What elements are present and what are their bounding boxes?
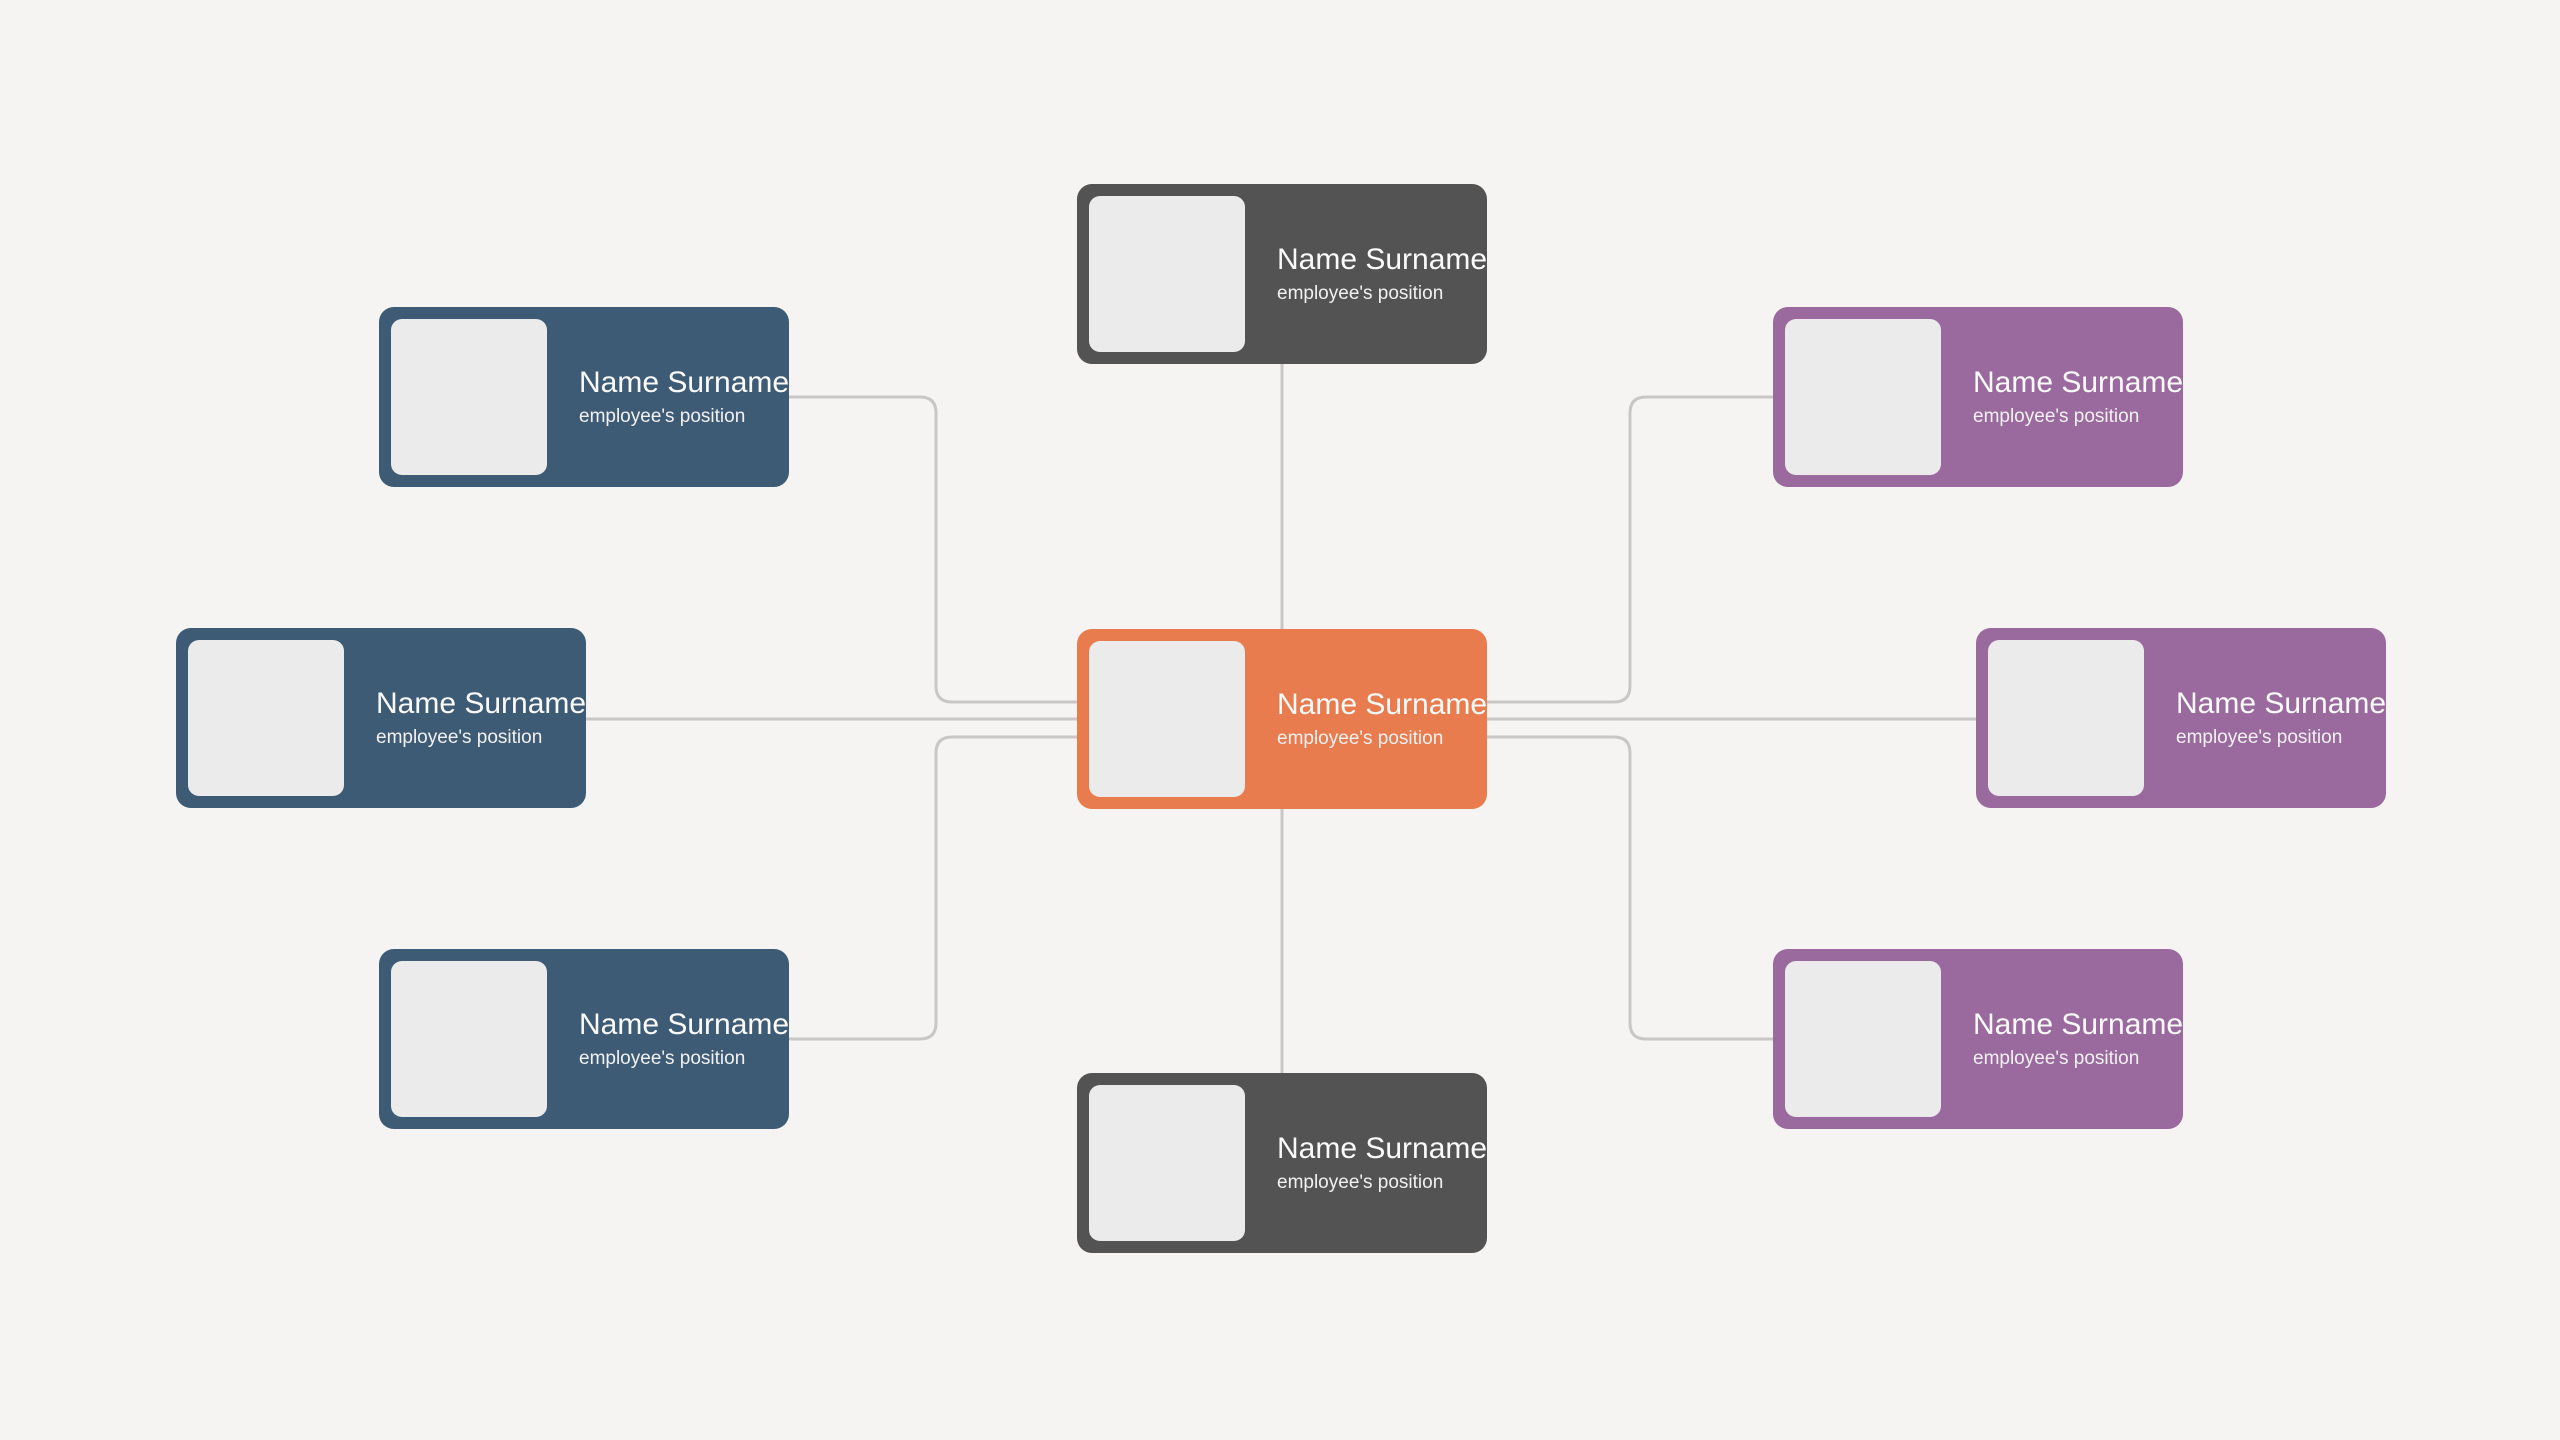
employee-name: Name Surname	[376, 686, 587, 720]
org-card-bottom-right[interactable]: Name Surname employee's position	[1773, 949, 2183, 1129]
employee-position: employee's position	[1277, 728, 1444, 750]
employee-position: employee's position	[579, 406, 746, 428]
org-card-center[interactable]: Name Surname employee's position	[1077, 629, 1487, 809]
connector-line	[789, 735, 1077, 1041]
employee-name: Name Surname	[579, 1007, 790, 1041]
photo-placeholder	[1785, 319, 1941, 475]
employee-name: Name Surname	[2176, 686, 2387, 720]
org-card-mid-right[interactable]: Name Surname employee's position	[1976, 628, 2386, 808]
org-card-bottom-left[interactable]: Name Surname employee's position	[379, 949, 789, 1129]
photo-placeholder	[391, 319, 547, 475]
employee-position: employee's position	[1973, 406, 2140, 428]
org-card-top-right[interactable]: Name Surname employee's position	[1773, 307, 2183, 487]
employee-name: Name Surname	[1973, 1007, 2184, 1041]
photo-placeholder	[1089, 641, 1245, 797]
employee-position: employee's position	[579, 1048, 746, 1070]
connector-line	[1487, 395, 1774, 704]
employee-name: Name Surname	[579, 365, 790, 399]
employee-name: Name Surname	[1277, 242, 1488, 276]
photo-placeholder	[1089, 196, 1245, 352]
org-card-top-left[interactable]: Name Surname employee's position	[379, 307, 789, 487]
photo-placeholder	[1089, 1085, 1245, 1241]
employee-position: employee's position	[1277, 283, 1444, 305]
photo-placeholder	[391, 961, 547, 1117]
employee-position: employee's position	[1973, 1048, 2140, 1070]
photo-placeholder	[1988, 640, 2144, 796]
photo-placeholder	[188, 640, 344, 796]
connector-line	[1487, 735, 1774, 1041]
connector-line	[789, 395, 1077, 704]
employee-position: employee's position	[2176, 727, 2343, 749]
photo-placeholder	[1785, 961, 1941, 1117]
org-card-top-center[interactable]: Name Surname employee's position	[1077, 184, 1487, 364]
employee-position: employee's position	[376, 727, 543, 749]
employee-name: Name Surname	[1973, 365, 2184, 399]
employee-name: Name Surname	[1277, 1131, 1488, 1165]
employee-name: Name Surname	[1277, 687, 1488, 721]
org-card-bottom-center[interactable]: Name Surname employee's position	[1077, 1073, 1487, 1253]
employee-position: employee's position	[1277, 1172, 1444, 1194]
org-card-mid-left[interactable]: Name Surname employee's position	[176, 628, 586, 808]
